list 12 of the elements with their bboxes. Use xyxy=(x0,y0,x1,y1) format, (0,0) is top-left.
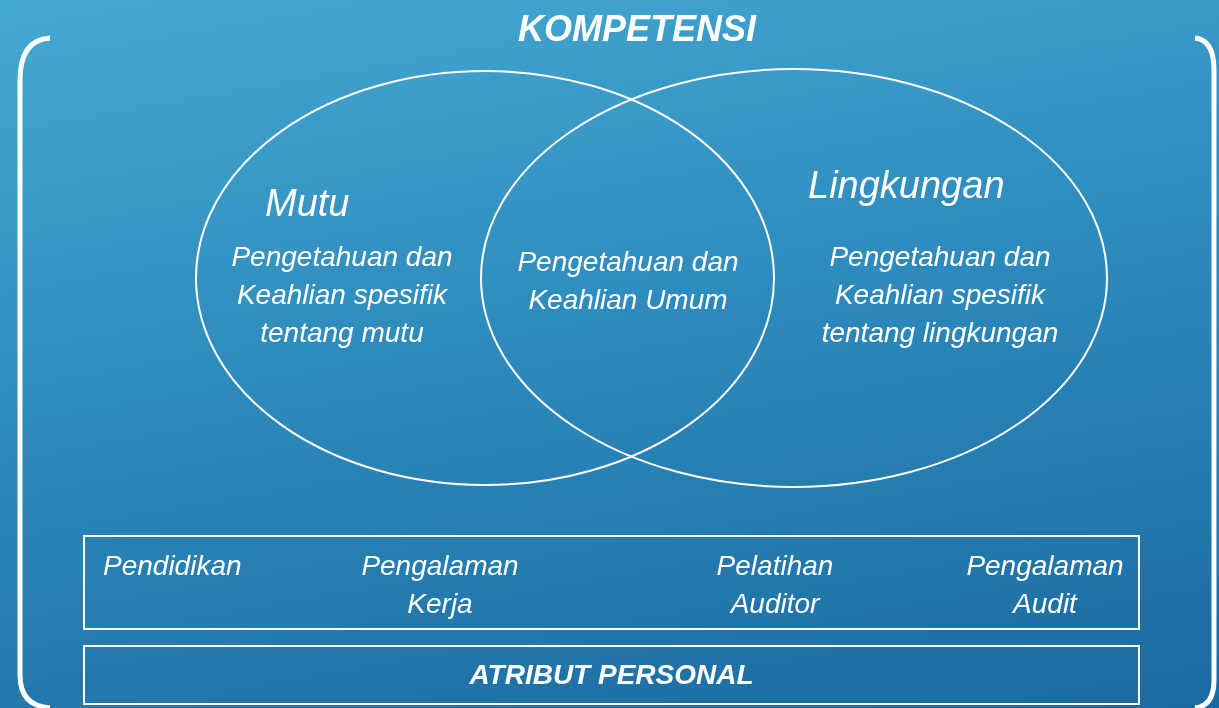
circle-description: Pengetahuan dan Keahlian spesifik tentang lingkungan xyxy=(820,240,1060,350)
attribute-banner: ATRIBUT PERSONAL xyxy=(83,645,1140,705)
circle-heading: Lingkungan xyxy=(808,164,1005,207)
factor-label: Pengalaman Kerja xyxy=(360,549,520,621)
overlap-text: Pengetahuan dan Keahlian Umum xyxy=(516,245,740,317)
circle-description: Pengetahuan dan Keahlian spesifik tentang mutu xyxy=(230,240,454,350)
factor-label: Pelatihan Auditor xyxy=(715,549,835,621)
factors-panel xyxy=(83,535,1140,630)
factor-label: Pendidikan xyxy=(103,549,243,583)
factor-label: Pengalaman Audit xyxy=(965,549,1125,621)
circle-heading: Mutu xyxy=(265,182,350,225)
frame-heading: KOMPETENSI xyxy=(517,8,758,50)
